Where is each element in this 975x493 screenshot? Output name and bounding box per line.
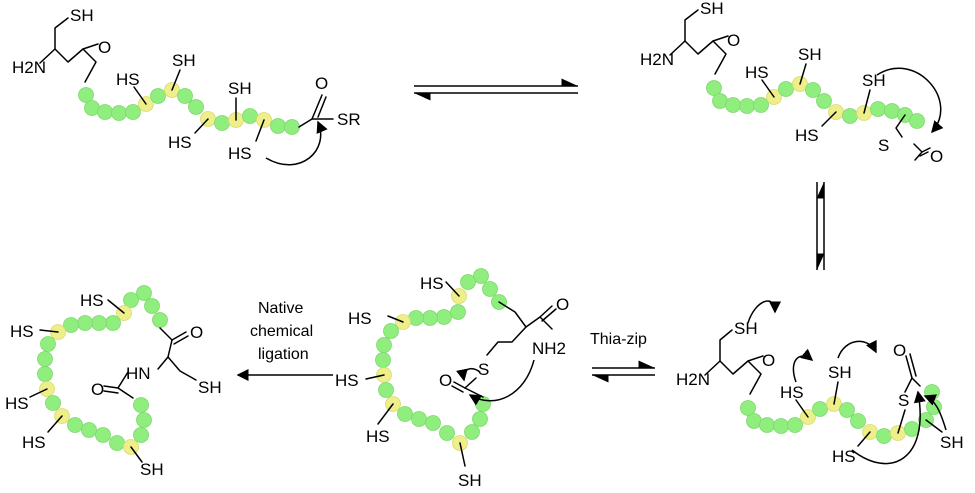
residue-chain xyxy=(78,82,300,135)
thia-zip-arrows: Thia-zip xyxy=(590,331,655,383)
thioester-o-label: O xyxy=(315,74,328,93)
equilibrium-arrows-vertical xyxy=(816,182,825,270)
sh-label: SH xyxy=(940,433,964,452)
sh-label: SH xyxy=(798,45,822,64)
hs-label: HS xyxy=(116,70,140,89)
residue xyxy=(97,104,113,120)
residue xyxy=(150,88,166,104)
hs-label: HS xyxy=(80,291,104,310)
residue xyxy=(177,88,193,104)
ring-o-label: O xyxy=(930,147,943,166)
amine-text: NH2 xyxy=(532,339,566,358)
sh-label: SH xyxy=(458,471,482,490)
carbonyl-o-label: O xyxy=(762,351,775,370)
amine-label: H2N xyxy=(12,58,46,77)
amine-label: H2N xyxy=(640,50,674,69)
amine-label: H2N xyxy=(676,370,710,389)
amine-text: H2N xyxy=(676,370,710,389)
hs-label: HS xyxy=(745,63,769,82)
macrocyclic-thioester: O NH2 S O HS HS HS HS SH xyxy=(335,268,569,490)
residue xyxy=(270,118,286,134)
ring-s-label: S xyxy=(878,136,889,155)
hs-label: HS xyxy=(780,383,804,402)
equilibrium-arrows-top xyxy=(414,78,578,101)
carbonyl-o-label: O xyxy=(727,31,740,50)
thioester-s-label: S xyxy=(478,360,489,379)
sh-label: SH xyxy=(140,460,164,479)
amide-o-label: O xyxy=(91,380,104,399)
ncl-caption-line2: chemical xyxy=(250,323,313,340)
thioester-o-label: O xyxy=(439,371,452,390)
ncl-caption-line1: Native xyxy=(258,300,303,317)
sh-label: SH xyxy=(228,79,252,98)
hs-label: HS xyxy=(795,126,819,145)
residue xyxy=(125,104,141,120)
sr-label: SR xyxy=(337,110,361,129)
ncl-arrow: Native chemical ligation xyxy=(236,300,333,381)
ncl-caption-line3: ligation xyxy=(258,346,309,363)
amine-label: NH2 xyxy=(532,339,566,358)
residue xyxy=(188,99,204,115)
carbonyl-o-label: O xyxy=(98,38,111,57)
sh-label: SH xyxy=(172,51,196,70)
residue-chain xyxy=(37,285,168,455)
hs-label: HS xyxy=(5,394,29,413)
thia-zip-caption: Thia-zip xyxy=(590,331,647,348)
amine-text: H2N xyxy=(12,58,46,77)
cyclic-peptide-product: O SH HN O HS HS HS HS SH xyxy=(5,285,222,479)
attack-arrow xyxy=(876,67,944,134)
residue xyxy=(214,115,230,131)
sh-label: SH xyxy=(70,6,94,25)
sh-label: SH xyxy=(828,363,852,382)
hs-label: HS xyxy=(10,322,34,341)
hs-label: HS xyxy=(22,433,46,452)
sh-label: SH xyxy=(862,71,886,90)
amide-o-label: O xyxy=(190,323,203,342)
thiolactone-intermediate: SH H2N O HS SH HS SH xyxy=(640,0,944,166)
attack-arrow xyxy=(265,120,328,166)
hs-label: HS xyxy=(420,274,444,293)
residue xyxy=(111,105,127,121)
thia-zip-intermediate: SH H2N O HS SH HS xyxy=(676,300,964,466)
hs-label: HS xyxy=(168,133,192,152)
carbonyl-o-label: O xyxy=(893,341,906,360)
residue xyxy=(242,108,258,124)
sh-label: SH xyxy=(198,378,222,397)
residue-chain xyxy=(706,76,925,129)
hs-label: HS xyxy=(366,427,390,446)
amine-text: H2N xyxy=(640,50,674,69)
hs-label: HS xyxy=(832,447,856,466)
carbonyl-o-label: O xyxy=(556,295,569,314)
hs-label: HS xyxy=(335,371,359,390)
sh-label: SH xyxy=(734,319,758,338)
thioester-s-label: S xyxy=(898,391,909,410)
linear-thioester-peptide: SH H2N O HS SH HS xyxy=(12,6,361,166)
hs-label: HS xyxy=(348,309,372,328)
hn-label: HN xyxy=(126,364,151,383)
residue xyxy=(284,119,300,135)
sh-label: SH xyxy=(700,0,724,18)
residue-chain xyxy=(740,384,942,444)
residue xyxy=(78,87,94,103)
hs-label: HS xyxy=(228,144,252,163)
